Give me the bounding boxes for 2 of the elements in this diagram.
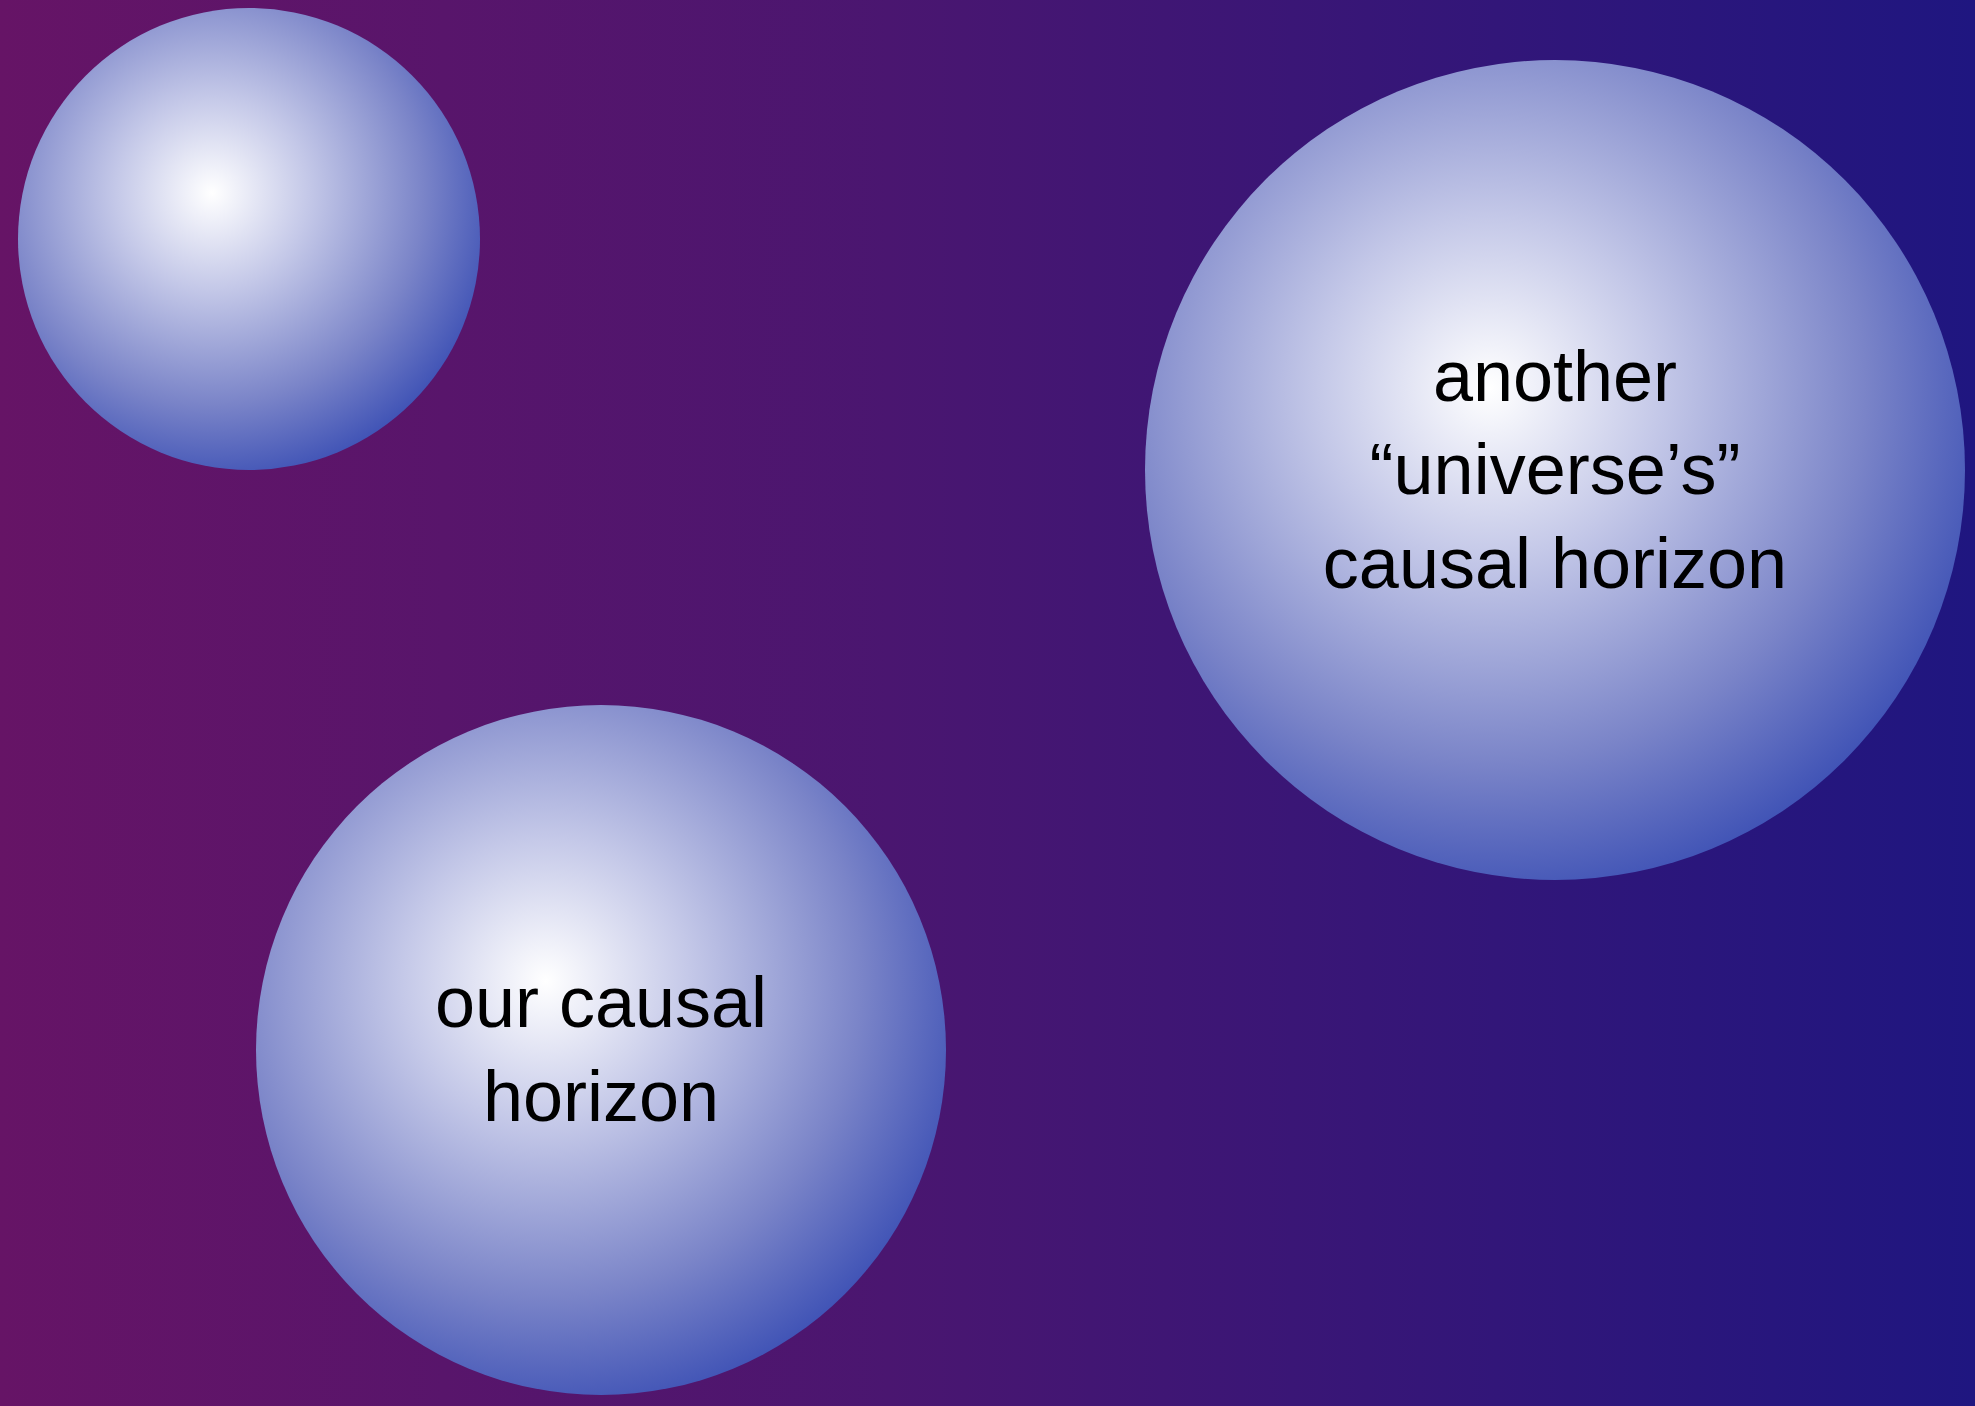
sphere-label: another “universe’s” causal horizon [1321, 334, 1789, 605]
sphere-label: our causal horizon [433, 961, 769, 1138]
